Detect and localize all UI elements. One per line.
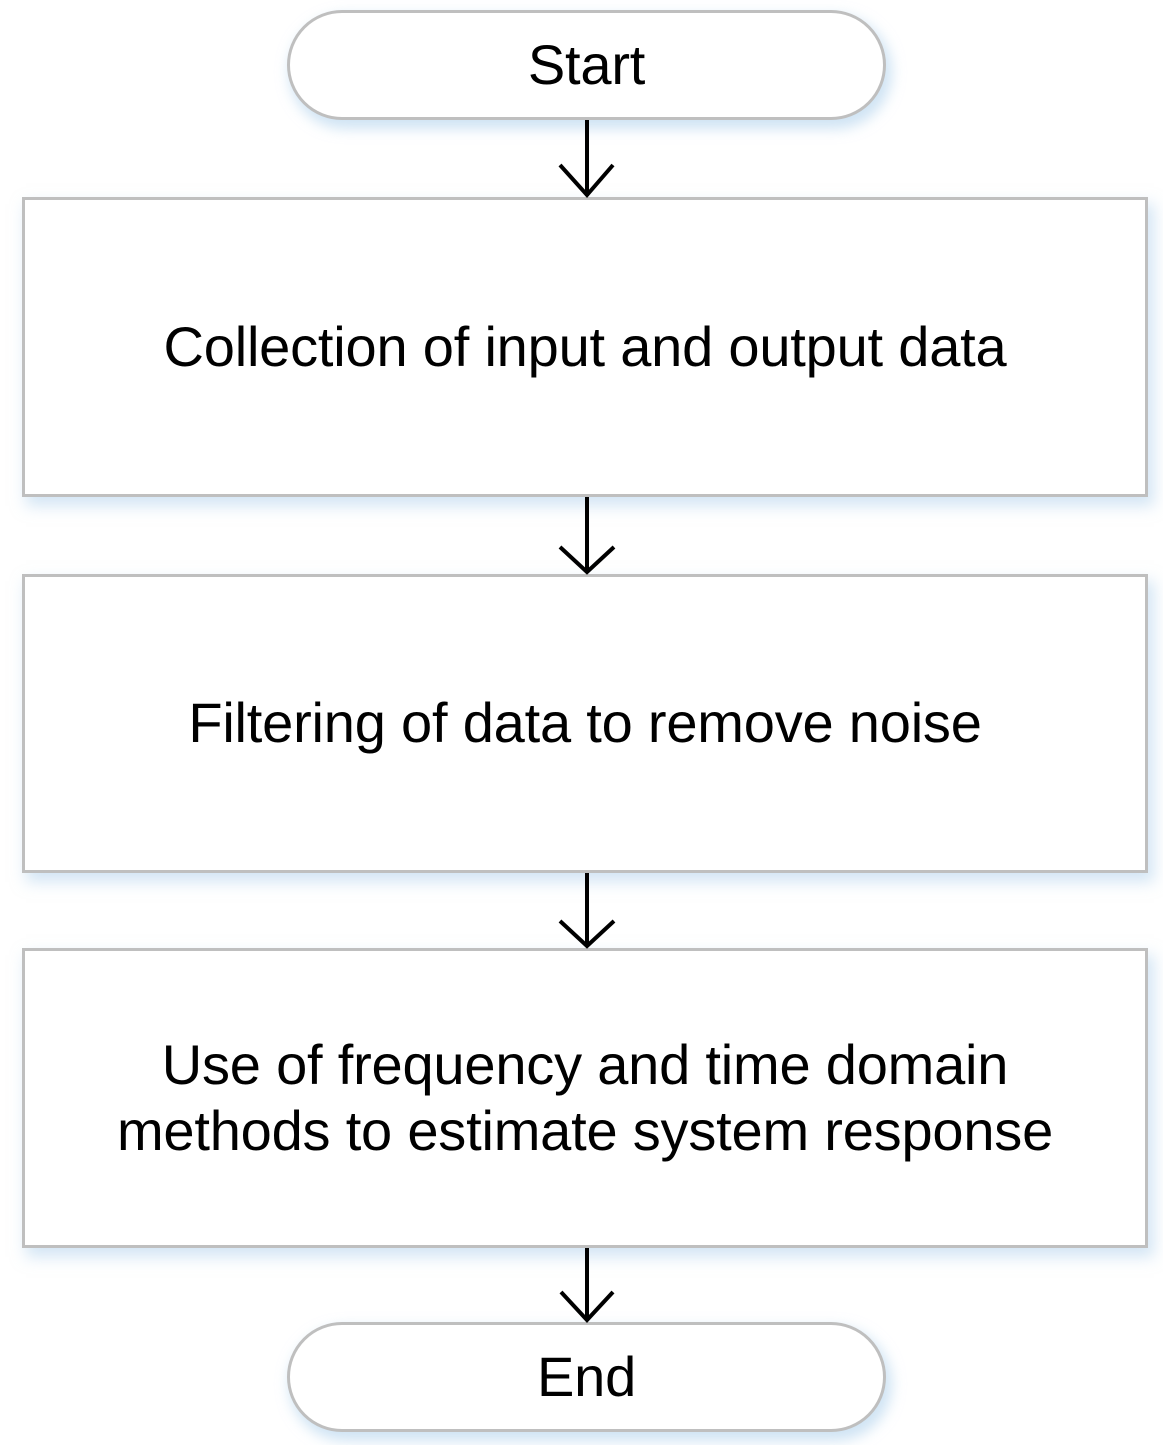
node-start-label: Start <box>527 32 646 96</box>
node-estimate-system-response[interactable]: Use of frequency and time domain methods… <box>22 948 1148 1248</box>
arrow-start-to-collection <box>558 120 615 199</box>
arrow-filtering-to-estimate-head <box>558 919 616 949</box>
node-collection-of-input-and-output-data[interactable]: Collection of input and output data <box>22 197 1148 497</box>
node-start[interactable]: Start <box>287 10 886 120</box>
arrow-collection-to-filtering-head <box>558 545 616 575</box>
arrow-estimate-to-end-head <box>559 1290 615 1323</box>
arrow-estimate-to-end <box>559 1248 615 1323</box>
node-filtering-label: Filtering of data to remove noise <box>188 691 982 755</box>
node-filtering-of-data-to-remove-noise[interactable]: Filtering of data to remove noise <box>22 574 1148 873</box>
arrow-start-to-collection-head <box>558 163 615 199</box>
node-collection-label: Collection of input and output data <box>163 314 1007 378</box>
node-end-label: End <box>536 1344 637 1408</box>
node-estimate-label: Use of frequency and time domain methods… <box>116 1032 1054 1162</box>
arrow-filtering-to-estimate <box>558 873 616 949</box>
node-end[interactable]: End <box>287 1322 886 1432</box>
arrow-collection-to-filtering <box>558 497 616 575</box>
